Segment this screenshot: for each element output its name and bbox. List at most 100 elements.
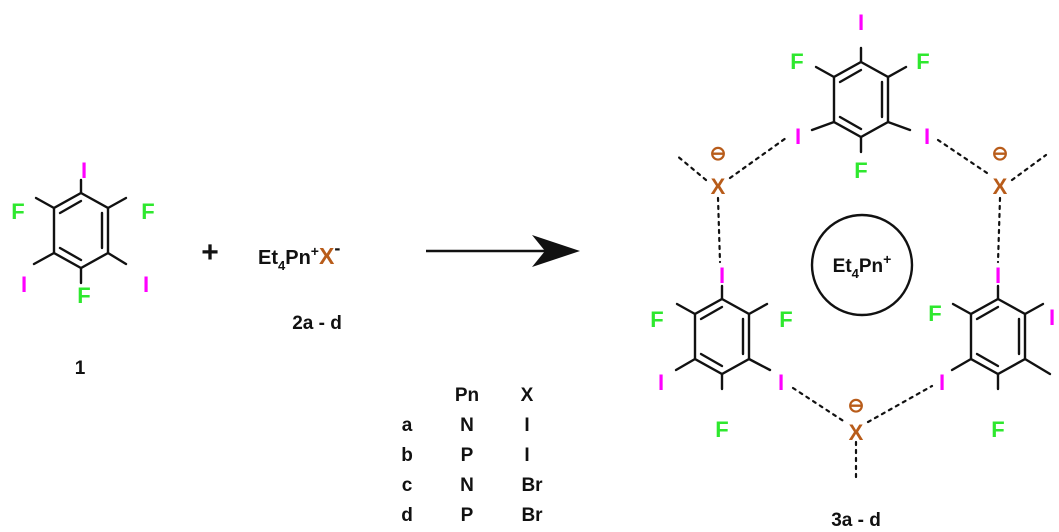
substituent-bond [747, 302, 769, 316]
iodine-atom: I [719, 263, 725, 288]
ethyl-text: Et [833, 256, 853, 277]
table-row-x: I [524, 415, 529, 436]
table-row-key: a [402, 415, 413, 436]
reactant-1-molecule [32, 178, 128, 285]
halide-x: X [319, 243, 335, 269]
table-row-key: d [401, 505, 413, 526]
fluorine-atom: F [715, 417, 728, 442]
substituent-bond [950, 357, 973, 372]
iodine-atom: I [939, 370, 945, 395]
aromatic-bond [838, 68, 863, 84]
iodine-atom: I [143, 272, 149, 297]
table-row-x: I [524, 445, 529, 466]
fluorine-atom: F [650, 307, 663, 332]
iodine-atom: I [795, 124, 801, 149]
substituent-bond [951, 302, 973, 316]
table-row-pn: N [460, 475, 474, 496]
iodine-atom: I [778, 370, 784, 395]
halogen-bond [716, 196, 722, 264]
aromatic-bond [58, 246, 83, 262]
table-row-x: Br [521, 505, 543, 526]
cation-charge: + [883, 251, 891, 267]
fluorine-atom: F [790, 49, 803, 74]
compound-label-3: 3a - d [831, 510, 881, 531]
substituent-bond [106, 251, 128, 266]
substituent-bond [106, 196, 128, 210]
aromatic-bond [699, 305, 724, 321]
substituent-table: Pn X a N I b P I c N Br d P Br [401, 385, 543, 526]
substituent-bond [747, 357, 772, 372]
fluorine-atom: F [854, 158, 867, 183]
substituent-bond [675, 302, 697, 316]
fluorine-atom: F [928, 301, 941, 326]
halogen-bond-contacts [674, 136, 1048, 482]
product-left-ring [674, 284, 772, 391]
substituent-bond [674, 357, 697, 372]
aromatic-bond [58, 199, 83, 215]
aromatic-bond [975, 305, 1000, 321]
halogen-bond [866, 384, 934, 424]
anion-charge-icon: ⊖ [992, 143, 1009, 165]
fluorine-atom: F [11, 199, 24, 224]
cation-circle [810, 213, 914, 317]
substituent-bond [814, 65, 836, 79]
iodine-atom: I [81, 158, 87, 183]
halide-anion: X [711, 174, 726, 199]
substituent-bond [1023, 302, 1045, 316]
iodine-atom: I [995, 263, 1001, 288]
iodine-atom: I [658, 370, 664, 395]
halogen-bond [728, 136, 788, 180]
halogen-bond [996, 196, 1002, 264]
compound-label-1: 1 [75, 358, 86, 379]
benzene-ring [693, 297, 751, 376]
compound-label-2: 2a - d [292, 313, 342, 334]
fluorine-atom: F [77, 283, 90, 308]
pnictogen-text: Pn [285, 247, 311, 269]
table-row-pn: P [461, 505, 474, 526]
subscript-4: 4 [278, 258, 286, 273]
ethyl-text: Et [258, 247, 278, 269]
iodine-atom: I [1049, 305, 1055, 330]
pnictogen-text: Pn [859, 256, 883, 277]
anion-charge-icon: ⊖ [710, 143, 727, 165]
table-row-pn: P [461, 445, 474, 466]
halogen-bond [936, 138, 992, 177]
table-row-key: b [401, 445, 413, 466]
iodine-atom: I [858, 10, 864, 35]
fluorine-atom: F [779, 307, 792, 332]
cation-formula: Et4Pn+ [833, 251, 892, 281]
substituent-bond [810, 120, 836, 132]
table-header-pn: Pn [455, 385, 479, 406]
halide-anion: X [849, 420, 864, 445]
iodine-atom: I [924, 124, 930, 149]
cation-charge: + [311, 243, 319, 259]
table-row-key: c [402, 475, 413, 496]
substituent-bond [886, 120, 912, 132]
benzene-ring [969, 297, 1027, 376]
plus-sign: + [201, 236, 219, 269]
product-right-ring [950, 284, 1052, 391]
substituent-bond [1023, 357, 1052, 376]
halide-anion: X [993, 174, 1008, 199]
fluorine-atom: F [991, 417, 1004, 442]
halogen-bond-extension [674, 153, 708, 182]
aromatic-bond [838, 115, 863, 131]
anion-charge-icon: ⊖ [848, 395, 865, 417]
halogen-bond-extension [1010, 153, 1048, 182]
anion-charge: - [334, 238, 340, 258]
subscript-4: 4 [852, 266, 860, 281]
iodine-atom: I [21, 272, 27, 297]
substituent-bond [34, 196, 56, 210]
fluorine-atom: F [916, 49, 929, 74]
table-row-pn: N [460, 415, 474, 436]
benzene-ring [52, 191, 110, 270]
salt-formula: Et4Pn+X- [258, 238, 340, 273]
fluorine-atom: F [141, 199, 154, 224]
aromatic-bond [975, 352, 1000, 368]
substituent-bond [32, 251, 56, 266]
aromatic-bond [699, 352, 724, 368]
table-header-x: X [521, 385, 534, 406]
halogen-bond [791, 386, 847, 424]
reaction-arrow [426, 235, 580, 267]
